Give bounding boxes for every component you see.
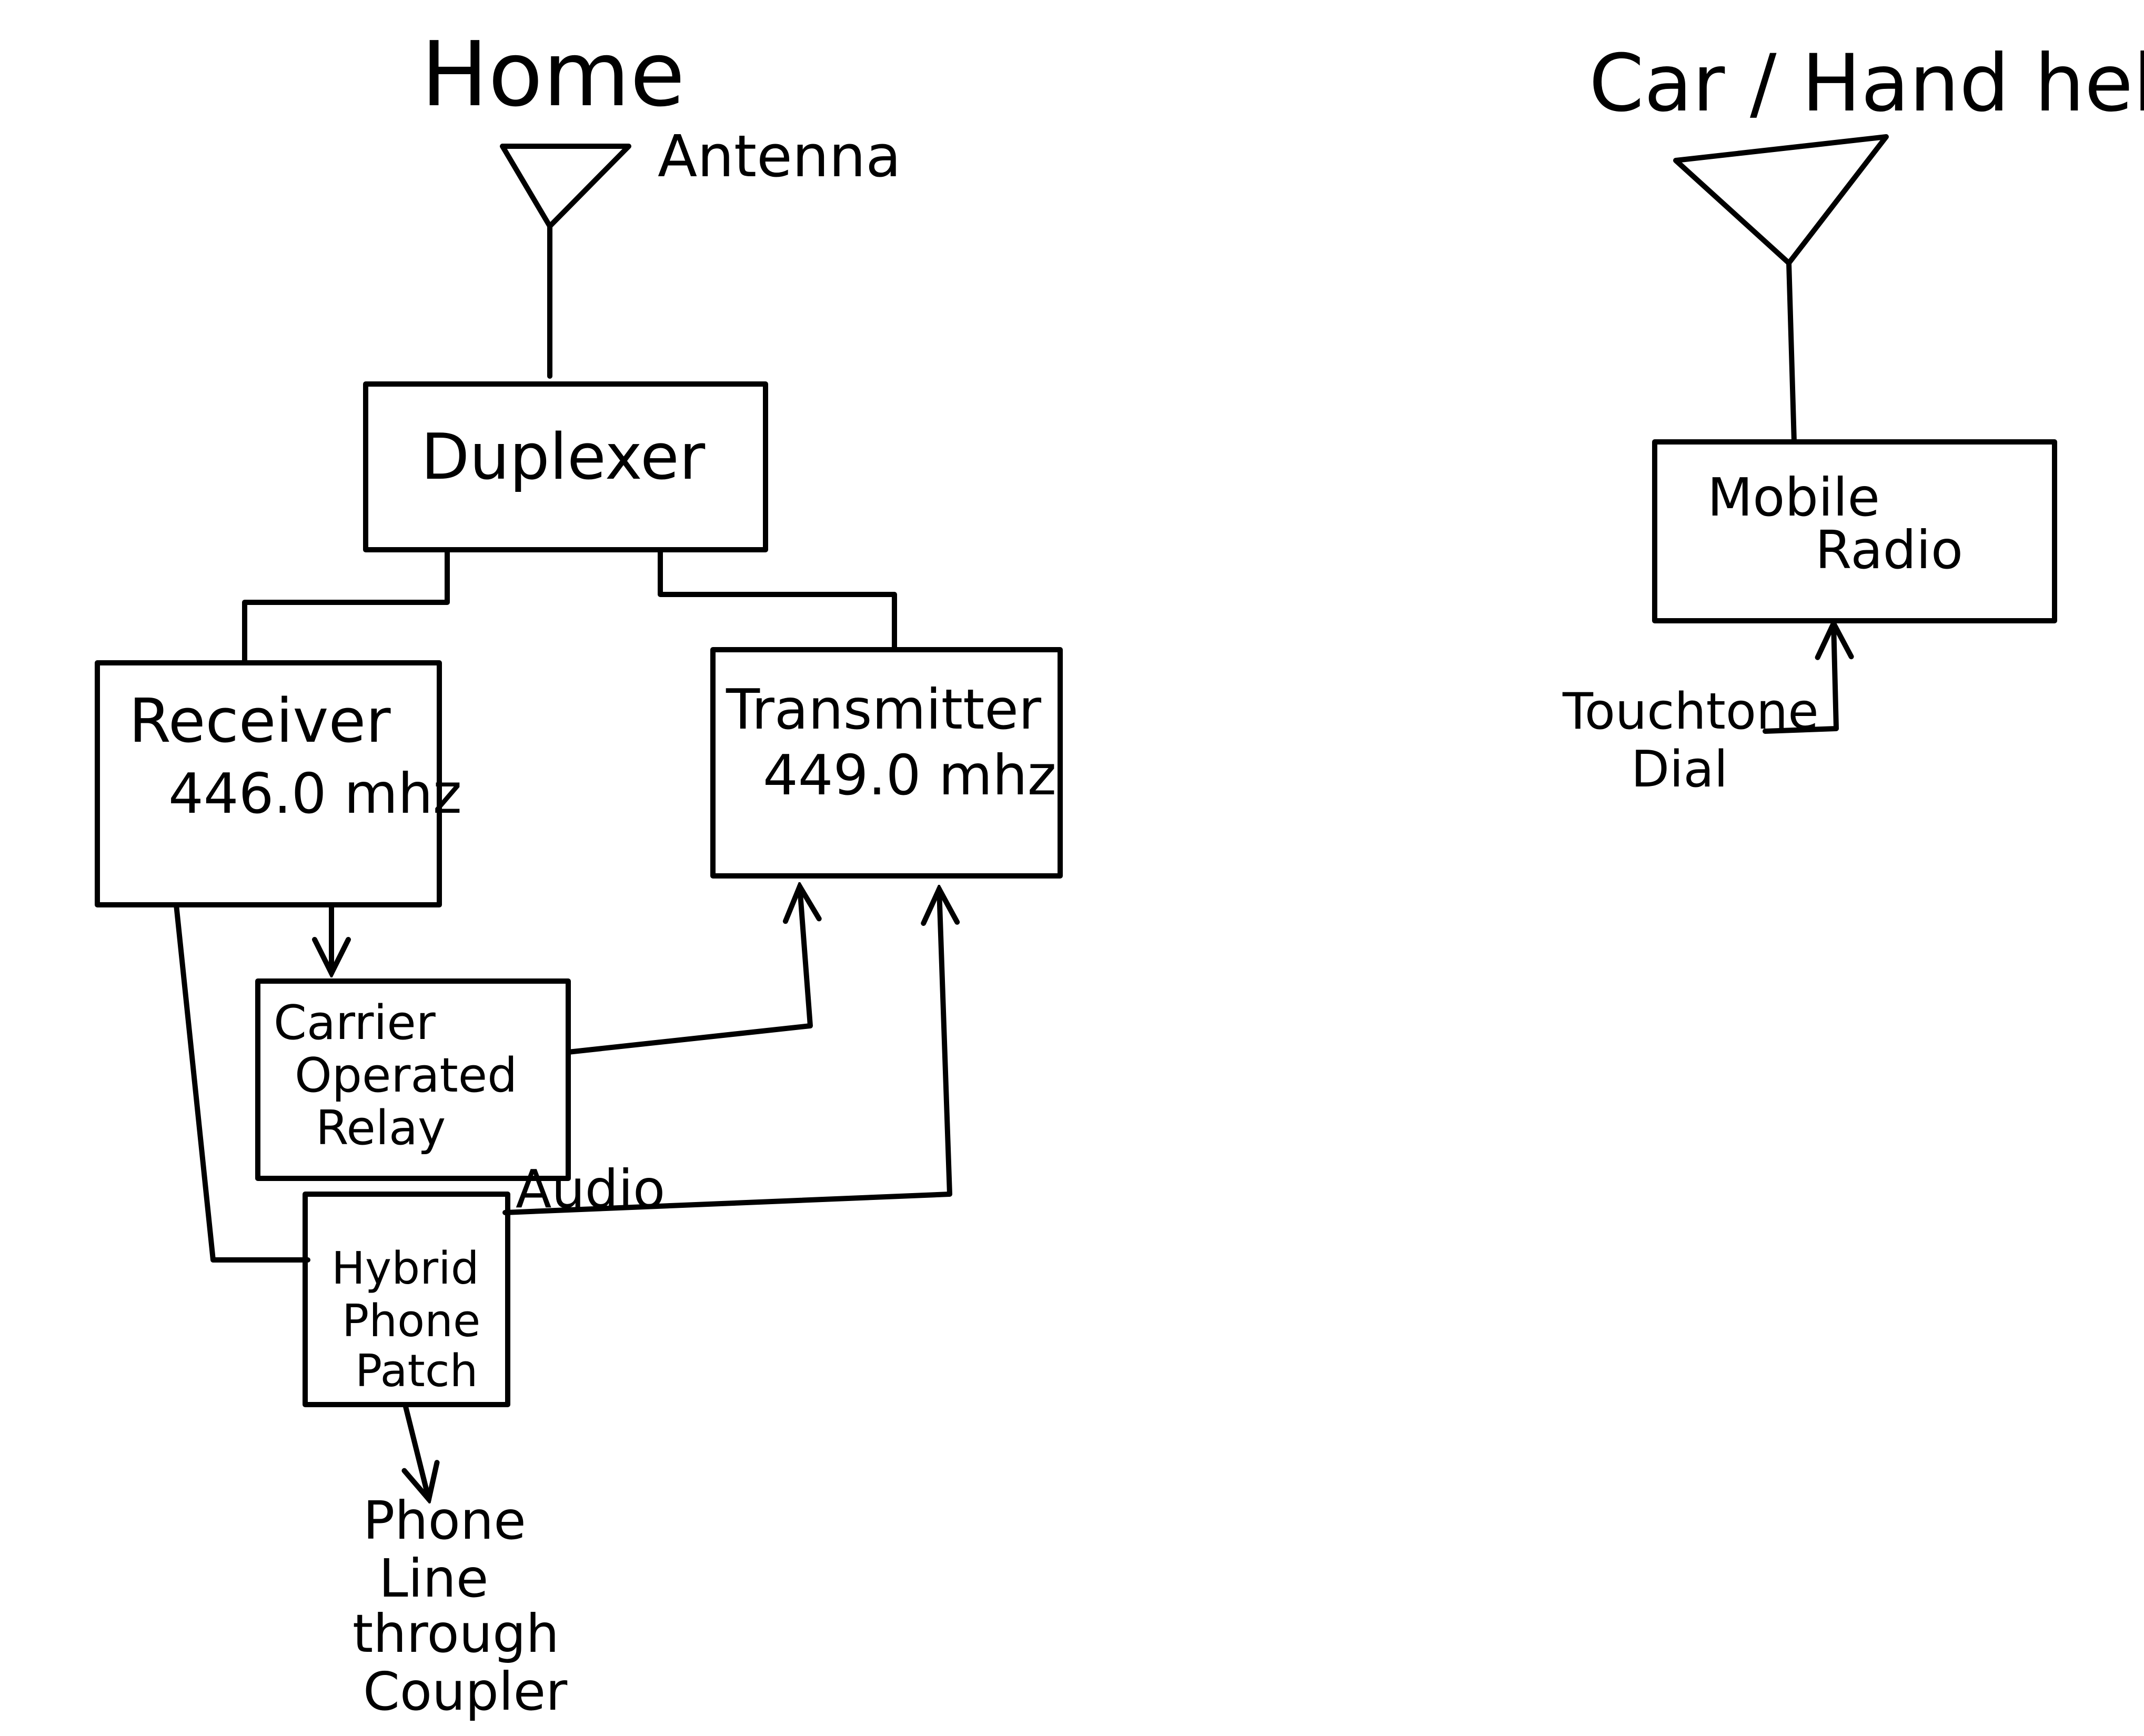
mobile-radio-line-2: Radio <box>1815 519 1963 581</box>
touchtone-to-radio-arrow <box>1763 623 1836 734</box>
home-title: Home <box>421 23 685 127</box>
duplexer-box <box>363 381 768 552</box>
receiver-box <box>95 660 442 907</box>
home-antenna-icon <box>500 144 631 379</box>
cor-line-1: Carrier <box>274 995 436 1051</box>
touchtone-line-2: Dial <box>1631 741 1728 799</box>
mobile-radio-line-1: Mobile <box>1707 467 1880 528</box>
audio-label: Audio <box>516 1158 665 1220</box>
receiver-label: Receiver <box>129 686 391 756</box>
phone-line-label-3: through <box>353 1603 559 1664</box>
antenna-label: Antenna <box>658 123 901 190</box>
cor-line-2: Operated <box>295 1048 517 1103</box>
phone-line-label-2: Line <box>379 1548 488 1609</box>
cor-line-3: Relay <box>316 1101 446 1156</box>
cor-box <box>255 978 571 1181</box>
receiver-audio-line <box>174 902 310 1263</box>
transmitter-box <box>710 647 1063 879</box>
phone-patch-line-2: Phone <box>342 1295 480 1347</box>
phone-patch-line-3: Patch <box>355 1345 478 1397</box>
patch-to-phone-line-arrow <box>405 1402 429 1499</box>
duplexer-label: Duplexer <box>421 421 706 494</box>
patch-to-transmitter-audio-arrow <box>502 889 950 1215</box>
cor-to-transmitter-arrow <box>566 886 810 1055</box>
duplexer-to-transmitter-line <box>658 547 897 652</box>
transmitter-frequency: 449.0 mhz <box>763 743 1056 808</box>
mobile-antenna-icon <box>1673 134 1889 445</box>
transmitter-label: Transmitter <box>726 678 1042 742</box>
mobile-radio-box <box>1652 439 2057 623</box>
phone-line-label-1: Phone <box>363 1490 526 1551</box>
phone-line-label-4: Coupler <box>363 1661 568 1722</box>
touchtone-line-1: Touchtone <box>1562 683 1819 741</box>
receiver-frequency: 446.0 mhz <box>168 762 462 826</box>
duplexer-to-receiver-line <box>242 547 450 665</box>
phone-patch-line-1: Hybrid <box>331 1243 479 1295</box>
mobile-title: Car / Hand held <box>1589 38 2144 129</box>
